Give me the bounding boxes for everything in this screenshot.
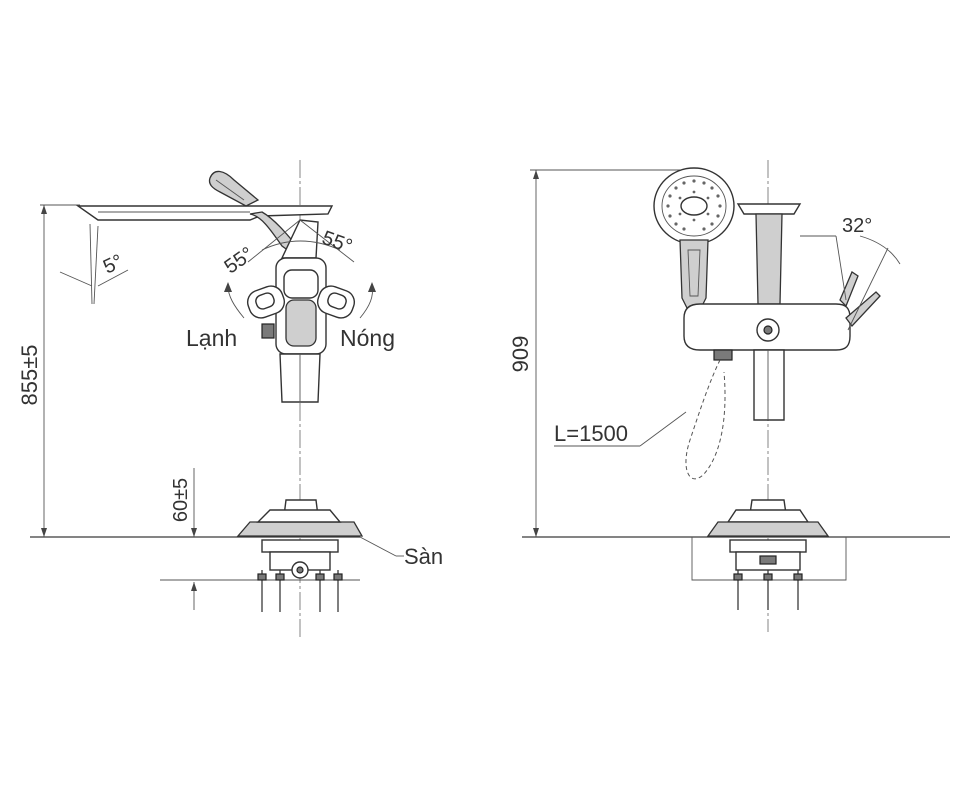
- left-view: 855±5 60±5: [17, 160, 443, 640]
- right-column: [683, 203, 851, 421]
- right-floor-base: [706, 499, 830, 537]
- left-floor-base: [236, 499, 364, 537]
- side-handles: [246, 285, 356, 339]
- floor-leader: [359, 536, 404, 557]
- right-mounting-frame: [729, 539, 807, 610]
- height-855-label: 855±5: [17, 344, 42, 405]
- right-view: 909: [508, 160, 950, 632]
- label-floor: Sàn: [404, 544, 443, 569]
- angle-5-annotation: 5°: [59, 223, 129, 305]
- angle-5-label: 5°: [100, 250, 127, 278]
- height-dimension-855: 855±5: [17, 204, 80, 537]
- lever-handle: 32°: [800, 215, 901, 331]
- shower-hose: L=1500: [554, 359, 726, 480]
- hose-length-label: L=1500: [554, 421, 628, 446]
- angle-55-left-label: 55°: [221, 243, 258, 278]
- height-dimension-909: 909: [508, 169, 690, 537]
- angle-32-label: 32°: [842, 215, 872, 237]
- direction-arrows: [224, 282, 376, 319]
- label-cold: Lạnh: [186, 325, 237, 351]
- base-60-label: 60±5: [170, 478, 192, 522]
- base-dimension-60: 60±5: [170, 468, 197, 610]
- faucet-body: [275, 219, 327, 403]
- left-mounting-frame: [257, 539, 343, 612]
- hand-shower: [653, 167, 735, 311]
- faucet-handle: [208, 170, 260, 207]
- label-hot: Nóng: [340, 325, 395, 351]
- height-909-label: 909: [508, 336, 533, 373]
- angle-55-right-label: 55°: [319, 227, 355, 258]
